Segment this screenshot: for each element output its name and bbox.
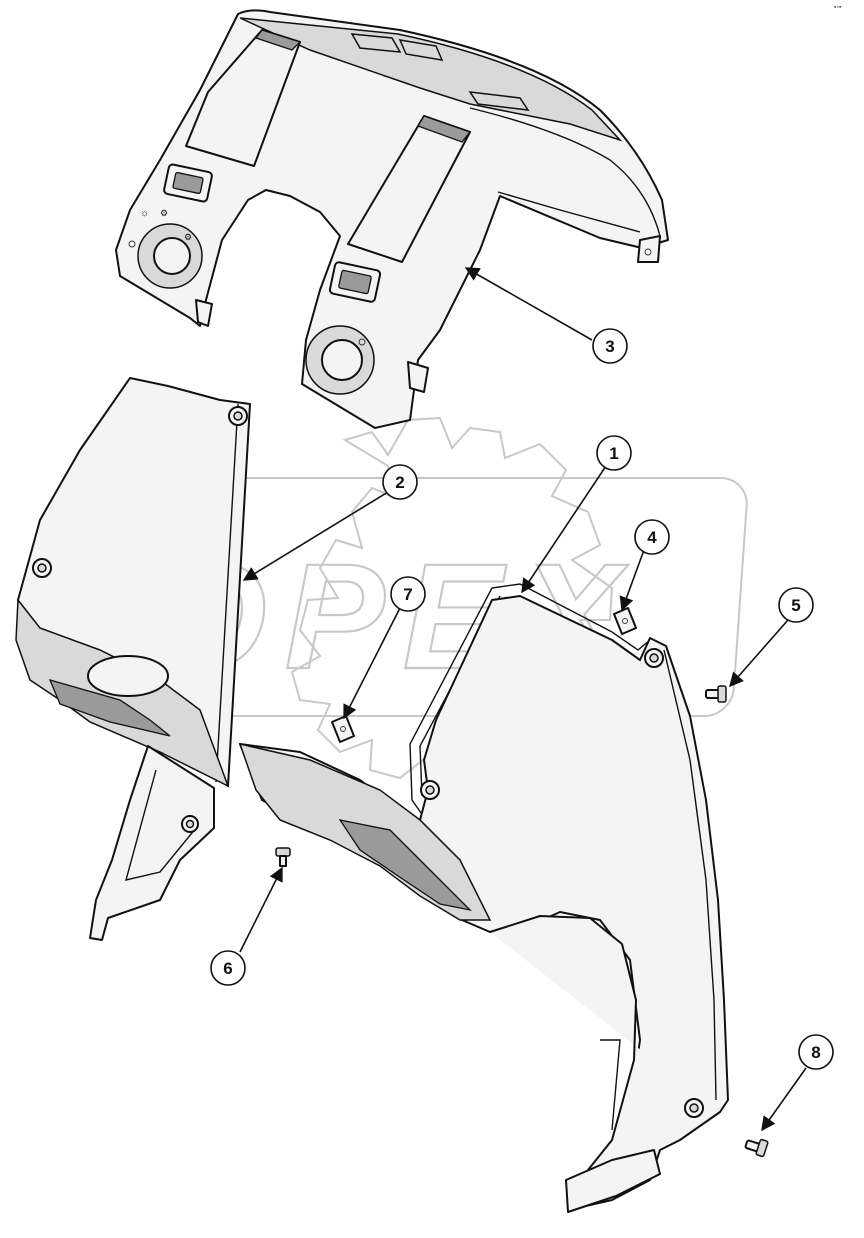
right-side-panel: [238, 583, 729, 1213]
top-cover-left-tab: [195, 299, 213, 327]
top-cover-left-dial-symbol-3: ⚙: [184, 232, 192, 242]
top-cover-left-dial: [153, 237, 191, 275]
right-panel-boss-mid-hole: [425, 785, 435, 795]
right-panel-leg-edge: [600, 1039, 621, 1131]
top-cover-left-dial-symbol-2: ⚙: [160, 208, 168, 218]
leader-lines: [239, 267, 807, 1132]
clip-nut-small-hole: [340, 726, 346, 732]
right-panel-bracket-frame-2: [409, 587, 493, 821]
bolt-right-head: [717, 685, 727, 703]
callout-3: 3: [592, 328, 628, 364]
bolt-bottom-head: [755, 1138, 769, 1158]
right-panel-inner-edge: [663, 649, 717, 1101]
top-cover-left-switch-face: [172, 171, 204, 195]
bolt-right: [705, 685, 727, 703]
top-cover-left-dial-indicator: [128, 240, 136, 248]
callout-6-label: 6: [223, 959, 232, 978]
leader-4: [619, 549, 645, 612]
bolt-bottom: [744, 1138, 769, 1158]
left-panel-lower-dome: [87, 655, 169, 697]
screw-left-shank: [279, 855, 287, 867]
clip-nut-hole: [622, 618, 628, 624]
top-cover-right-window-top: [417, 115, 472, 143]
top-cover-rear-edge-2: [497, 191, 641, 233]
callout-2-label: 2: [395, 473, 404, 492]
dashboard-top-cover: ☼ ⚙ ⚙: [115, 9, 669, 429]
leader-5: [729, 619, 789, 688]
callout-2: 2: [382, 464, 418, 500]
top-cover-right-dial-indicator: [358, 338, 366, 346]
left-panel-boss-top-hole: [233, 411, 243, 421]
top-cover-display-slot-2: [398, 39, 444, 61]
left-panel-edge: [215, 403, 239, 783]
clip-nut-small-body: [331, 715, 355, 743]
leader-1: [521, 465, 607, 594]
callout-5: 5: [778, 587, 814, 623]
callout-8-label: 8: [811, 1043, 820, 1062]
callout-5-label: 5: [791, 596, 800, 615]
top-cover-left-dial-symbol-1: ☼: [140, 208, 149, 219]
callout-8: 8: [798, 1034, 834, 1070]
left-panel-boss-mid-hole: [37, 563, 47, 573]
left-panel-leg: [89, 745, 215, 941]
clip-nut-small: [331, 715, 355, 743]
right-panel-lower-vent: [338, 819, 472, 912]
left-side-panel: [15, 377, 251, 941]
top-cover-display-slot-1: [350, 33, 402, 53]
right-panel-boss-top-hole: [649, 653, 659, 663]
top-cover-display-slot-3: [468, 91, 530, 111]
top-cover-right-dial: [321, 339, 363, 381]
screw-left-head: [275, 847, 291, 857]
top-cover-rear-tab-hole: [644, 248, 652, 256]
leader-2: [242, 491, 389, 581]
callout-7-label: 7: [403, 585, 412, 604]
corner-mark: ▪▫▪: [834, 4, 842, 11]
callout-4: 4: [634, 519, 670, 555]
top-cover-left-window-top: [254, 29, 302, 51]
left-panel-boss-low-hole: [185, 819, 195, 829]
screw-left: [275, 847, 291, 867]
leader-6: [239, 866, 283, 953]
callout-4-label: 4: [647, 528, 657, 547]
right-panel-boss-low-hole: [689, 1103, 699, 1113]
leader-3: [464, 267, 593, 341]
right-panel-foot: [565, 1149, 661, 1213]
callout-1-label: 1: [609, 444, 618, 463]
callout-1: 1: [596, 435, 632, 471]
top-cover-rear-edge: [469, 107, 661, 237]
leader-8: [761, 1067, 807, 1132]
right-panel-leg: [489, 915, 721, 1211]
leader-7: [343, 607, 401, 720]
callout-7: 7: [390, 576, 426, 612]
callouts: 3 2 1 4 7 5 6 8: [210, 328, 834, 1070]
left-panel-leg-inner: [125, 769, 197, 881]
callout-6: 6: [210, 950, 246, 986]
top-cover-right-switch-face: [338, 269, 372, 295]
callout-3-label: 3: [605, 337, 614, 356]
top-cover-right-post: [407, 361, 429, 393]
left-panel-lower-vent: [48, 679, 171, 737]
